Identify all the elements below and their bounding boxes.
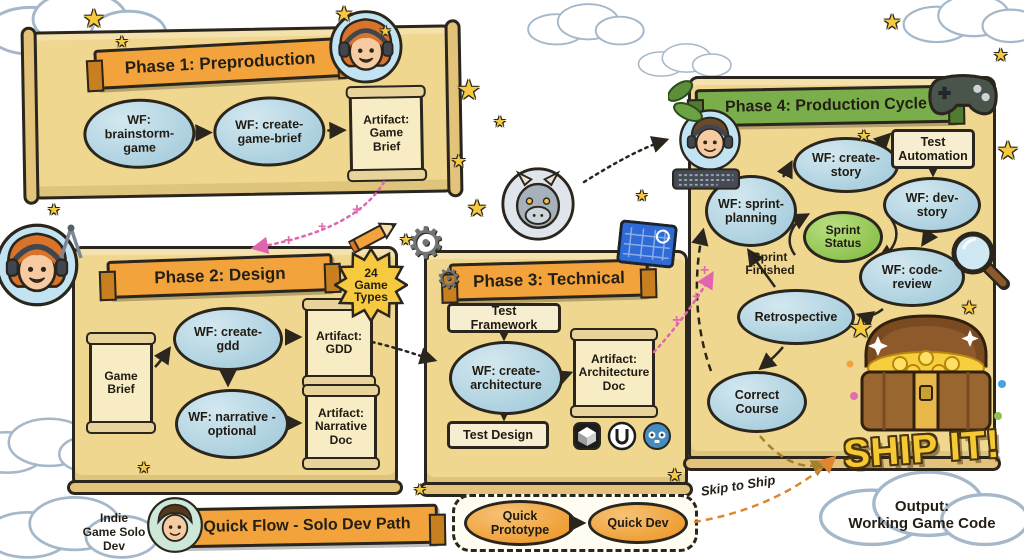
solo-dev-avatar-icon — [147, 497, 203, 553]
solo-dev-label: Indie Game Solo Dev — [82, 511, 146, 553]
node-correct-course: Correct Course — [707, 371, 807, 433]
starburst-icon — [332, 246, 410, 324]
keyboard-icon — [672, 168, 740, 190]
phase3-panel: Phase 3: Technical Test Framework WF: cr… — [419, 250, 693, 497]
magnifier-icon — [951, 231, 1010, 290]
node-wf-code-review: WF: code-review — [859, 247, 965, 307]
star-icon: ★ — [400, 232, 412, 247]
sparkle-icon: + — [284, 232, 294, 249]
output-line2: Working Game Code — [848, 515, 996, 532]
cloud-icon — [818, 470, 1024, 547]
sparkle-icon: + — [318, 218, 327, 234]
gear-icon: ⚙ — [436, 263, 462, 294]
node-quick-dev: Quick Dev — [588, 502, 688, 544]
treasure-chest-icon — [846, 314, 1006, 432]
badge-24-label: 24 Game Types — [354, 265, 388, 305]
phase1-banner: Phase 1: Preproduction — [93, 36, 348, 90]
node-wf-dev-story: WF: dev-story — [883, 177, 981, 233]
blueprint-icon — [616, 219, 678, 269]
cloud-icon — [0, 495, 159, 559]
artifact-architecture-doc: Artifact: Architecture Doc — [570, 328, 658, 418]
star-icon: ★ — [84, 6, 104, 31]
sparkle-icon: + — [700, 262, 710, 279]
node-test-design: Test Design — [447, 421, 549, 449]
game-controller-icon — [928, 73, 998, 116]
artifact-narrative-doc: Artifact: Narrative Doc — [302, 384, 380, 470]
node-wf-brainstorm-game: WF: brainstorm-game — [82, 97, 196, 170]
badge-24-game-types: 24 Game Types — [332, 246, 410, 324]
output-line1: Output: — [894, 498, 950, 515]
sprint-finished-label: Sprint Finished — [745, 250, 795, 278]
cloud-icon — [637, 43, 732, 77]
node-test-automation: Test Automation — [891, 129, 975, 169]
star-icon: ★ — [414, 482, 426, 497]
star-icon: ★ — [858, 128, 870, 143]
phase3-dragon-avatar-icon — [501, 167, 575, 241]
sparkle-icon: + — [352, 200, 362, 219]
star-icon: ★ — [458, 77, 480, 104]
phase2-avatar-icon — [0, 223, 79, 307]
star-icon: ★ — [48, 202, 60, 217]
artifact-game-brief: Artifact: Game Brief — [348, 89, 425, 178]
skip-to-ship-label: Skip to Ship — [699, 472, 777, 499]
output-label: Output: Working Game Code — [832, 498, 1012, 532]
sparkle-icon: + — [692, 288, 701, 304]
unreal-icon — [607, 421, 637, 451]
phase1-panel: Phase 1: Preproduction WF: brainstorm-ga… — [20, 10, 464, 205]
node-wf-create-story: WF: create-story — [793, 137, 899, 193]
star-icon: ★ — [380, 24, 391, 38]
star-icon: ★ — [494, 114, 506, 129]
quick-flow-banner: Quick Flow - Solo Dev Path — [175, 503, 439, 549]
star-icon: ★ — [962, 300, 977, 317]
star-icon: ★ — [668, 467, 682, 484]
phase3-banner: Phase 3: Technical — [448, 258, 650, 302]
node-game-brief: Game Brief — [86, 332, 156, 434]
star-icon: ★ — [998, 138, 1018, 163]
star-icon: ★ — [452, 153, 466, 170]
node-retrospective: Retrospective — [737, 289, 855, 345]
cloud-icon — [527, 3, 645, 46]
node-test-framework: Test Framework — [447, 303, 561, 333]
node-wf-narrative: WF: narrative - optional — [175, 389, 289, 459]
cloud-icon — [902, 0, 1024, 44]
compass-icon — [59, 224, 83, 259]
star-icon: ★ — [636, 188, 648, 203]
node-wf-create-gdd: WF: create-gdd — [173, 307, 283, 371]
scroll-roll — [444, 19, 464, 198]
scroll-roll — [20, 26, 40, 205]
unity-icon — [573, 422, 601, 450]
phase2-banner: Phase 2: Design — [106, 253, 334, 299]
star-icon: ★ — [850, 315, 872, 342]
godot-icon — [643, 422, 671, 450]
node-quick-prototype: Quick Prototype — [464, 500, 576, 546]
node-wf-create-game-brief: WF: create-game-brief — [212, 95, 326, 168]
phase1-avatar-icon — [329, 10, 403, 84]
gear-icon: ⚙ — [406, 219, 446, 268]
star-icon: ★ — [336, 4, 353, 24]
node-wf-create-architecture: WF: create-architecture — [449, 341, 563, 415]
star-icon: ★ — [468, 198, 486, 220]
node-sprint-status: Sprint Status — [803, 211, 883, 263]
sparkle-icon: + — [672, 312, 682, 329]
star-icon: ★ — [116, 34, 128, 49]
star-icon: ★ — [884, 12, 901, 32]
leaf-icon — [668, 80, 703, 122]
scroll-roll — [67, 480, 403, 495]
star-icon: ★ — [138, 460, 150, 475]
star-icon: ★ — [994, 47, 1008, 64]
